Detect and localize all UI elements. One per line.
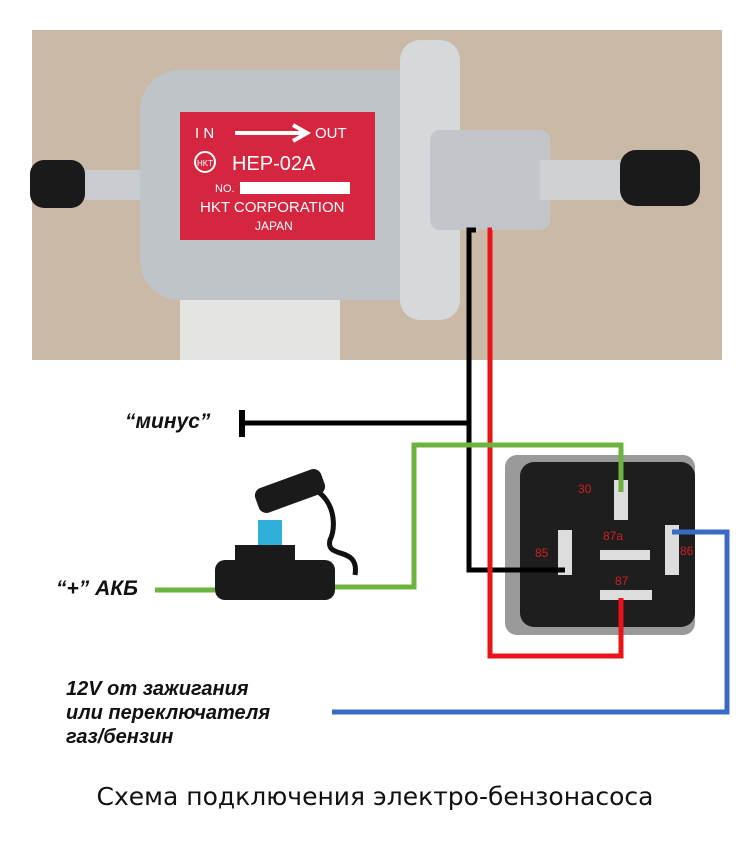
pin-30-label: 30: [578, 482, 592, 496]
ignition-label-line1: 12V от зажигания: [66, 678, 249, 700]
inlet-hose-icon: [30, 160, 85, 208]
pump-no-label: NO.: [215, 183, 235, 195]
battery-plus-label: “+” АКБ: [56, 577, 139, 600]
pump-maker: HKT CORPORATION: [200, 199, 344, 216]
pin-85-label: 85: [535, 546, 549, 560]
label-in: I N: [195, 125, 214, 142]
pin-87a-label: 87a: [603, 529, 623, 543]
pump-country: JAPAN: [255, 219, 293, 233]
caption: Схема подключения электро-бензонасоса: [96, 782, 654, 811]
fuse-icon: [258, 520, 282, 548]
ignition-label-line2: или переключателя: [66, 702, 271, 724]
arrow-right-icon: [235, 123, 312, 143]
ignition-wire-86: [332, 529, 730, 715]
relay: 30 87a 85 86 87: [505, 455, 695, 635]
ground-wire-to-85: [466, 227, 565, 573]
fuel-pump: I N OUT HKT HEP-02A NO. HKT CORPORATION …: [30, 40, 700, 360]
ignition-label: 12V от зажигания или переключателя газ/б…: [66, 677, 270, 749]
brand-badge: HKT: [197, 159, 213, 168]
pump-model: HEP-02A: [232, 153, 316, 175]
power-wire-87: [487, 227, 624, 659]
inline-fuse-holder: [215, 469, 358, 600]
battery-wire-to-30: [335, 442, 624, 590]
ignition-label-line3: газ/бензин: [66, 726, 174, 748]
outlet-hose-icon: [620, 150, 700, 206]
pin-87-label: 87: [615, 574, 629, 588]
pin-86-label: 86: [680, 544, 694, 558]
minus-label: “минус”: [125, 410, 211, 433]
label-out: OUT: [315, 125, 347, 142]
